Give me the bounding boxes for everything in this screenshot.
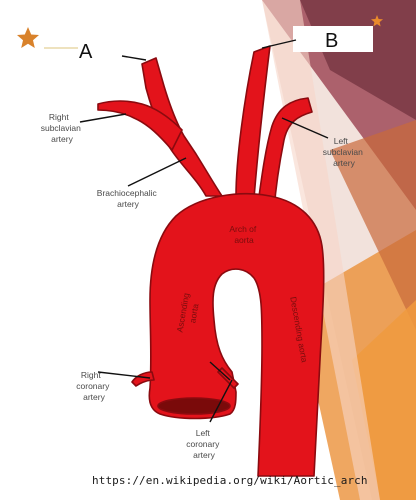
marker-a: A (79, 41, 93, 63)
label-line: Left (334, 136, 349, 146)
left-subclavian-label: Left subclavian artery (323, 136, 366, 168)
left-subclavian-artery (257, 97, 313, 211)
label-line: Brachiocephalic (97, 188, 158, 198)
label-line: Left (196, 428, 211, 438)
label-line: subclavian (323, 147, 363, 157)
label-line: subclavian (41, 123, 81, 133)
arch-of-aorta-label: Arch of aorta (229, 224, 258, 245)
aortic-root-opening (157, 397, 231, 415)
ascending-aorta-label: Ascending aorta (174, 290, 202, 335)
marker-b: B (325, 30, 338, 52)
label-line: artery (193, 450, 215, 460)
star-icon (17, 27, 39, 48)
label-line: artery (333, 158, 355, 168)
star-icon (371, 15, 383, 27)
right-subclavian-label: Right subclavian artery (41, 112, 84, 144)
right-subclavian-artery (97, 100, 183, 151)
label-line: Right (49, 112, 69, 122)
label-line: artery (51, 134, 73, 144)
brachiocephalic-label: Brachiocephalic artery (97, 188, 159, 209)
label-line: Right (81, 370, 101, 380)
label-line: artery (83, 392, 105, 402)
brachiocephalic-artery (141, 57, 223, 197)
label-line: coronary (186, 439, 220, 449)
leader-lines (79, 39, 329, 423)
label-line: coronary (76, 381, 110, 391)
right-coronary-label: Right coronary artery (76, 370, 111, 402)
aorta-vessels (97, 45, 325, 477)
source-url: https://en.wikipedia.org/wiki/Aortic_arc… (92, 474, 368, 487)
label-line: artery (117, 199, 139, 209)
label-line: Arch of (229, 224, 257, 234)
label-line: aorta (234, 235, 254, 245)
label-line: aorta (187, 303, 200, 324)
left-coronary-label: Left coronary artery (186, 428, 221, 460)
label-b-box (293, 26, 373, 52)
right-coronary-artery (131, 371, 155, 387)
